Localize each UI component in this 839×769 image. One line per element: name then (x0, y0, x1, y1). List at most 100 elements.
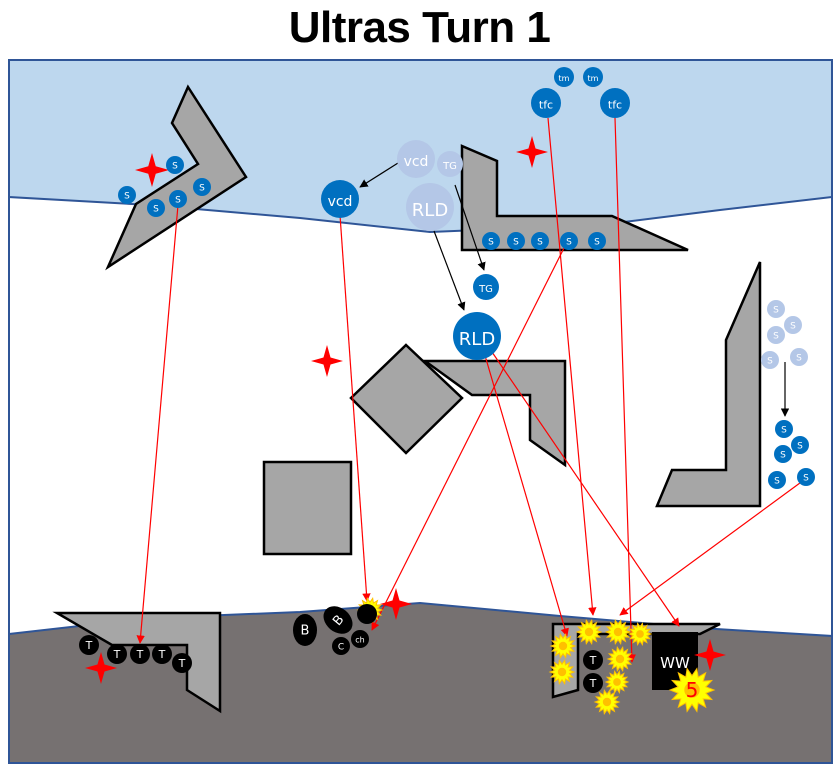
friendly-unit-tfc1[interactable]: tfc (531, 88, 561, 118)
unit-label: vcd (404, 154, 429, 170)
enemy-unit-tL2[interactable]: T (107, 644, 127, 664)
unit-label: S (199, 183, 205, 193)
enemy-unit-tR1[interactable]: T (583, 650, 603, 670)
friendly-unit-rld[interactable]: RLD (453, 312, 501, 360)
enemy-unit-tL3[interactable]: T (130, 644, 150, 664)
unit-token (791, 436, 809, 454)
unit-token (147, 199, 165, 217)
unit-token (554, 67, 574, 87)
hit-marker-star-icon (516, 136, 548, 168)
unit-token (775, 420, 793, 438)
unit-token (784, 316, 802, 334)
ghost-unit-sRo2[interactable]: S (784, 316, 802, 334)
hit-marker-star-icon (694, 639, 726, 671)
friendly-unit-sM2[interactable]: S (507, 232, 525, 250)
ghost-unit-sRo5[interactable]: S (790, 348, 808, 366)
unit-token (482, 232, 500, 250)
enemy-unit-tL4[interactable]: T (152, 644, 172, 664)
unit-token (166, 156, 184, 174)
move-arrow (359, 162, 399, 188)
unit-label: S (172, 161, 178, 171)
unit-label: TG (478, 284, 493, 295)
friendly-unit-sR1[interactable]: S (775, 420, 793, 438)
unit-label: T (136, 648, 144, 661)
friendly-unit-sM5[interactable]: S (588, 232, 606, 250)
friendly-unit-sL5[interactable]: S (193, 178, 211, 196)
unit-label: RLD (412, 200, 448, 221)
friendly-unit-tfc2[interactable]: tfc (600, 88, 630, 118)
friendly-unit-tg[interactable]: TG (473, 274, 499, 300)
unit-token (357, 604, 377, 624)
friendly-unit-sL1[interactable]: S (166, 156, 184, 174)
enemy-unit-x1[interactable] (357, 604, 377, 624)
unit-token (406, 183, 454, 231)
unit-token (169, 190, 187, 208)
friendly-unit-sM1[interactable]: S (482, 232, 500, 250)
friendly-unit-sR5[interactable]: S (797, 468, 815, 486)
unit-token (774, 445, 792, 463)
unit-label: S (488, 237, 494, 247)
unit-token (583, 673, 603, 693)
unit-token (437, 151, 463, 177)
diagram-title: Ultras Turn 1 (288, 3, 551, 52)
unit-label: S (513, 237, 519, 247)
unit-label: vcd (328, 194, 353, 210)
fire-line (491, 351, 680, 627)
unit-label: S (790, 321, 796, 331)
unit-token (761, 351, 779, 369)
enemy-unit-tL5[interactable]: T (172, 653, 192, 673)
unit-token (531, 232, 549, 250)
damage-count: 5 (686, 678, 699, 702)
unit-label: T (589, 677, 597, 690)
unit-label: C (338, 642, 344, 652)
hit-marker-star-icon (380, 588, 412, 620)
friendly-unit-sR2[interactable]: S (791, 436, 809, 454)
unit-label: S (773, 305, 779, 315)
friendly-unit-sR3[interactable]: S (774, 445, 792, 463)
ghost-unit-sRo1[interactable]: S (767, 300, 785, 318)
hit-marker-star-icon (311, 345, 343, 377)
friendly-unit-sM3[interactable]: S (531, 232, 549, 250)
unit-label: B (301, 624, 310, 639)
unit-label: tm (588, 74, 599, 83)
explosion-core (613, 627, 623, 637)
unit-label: S (124, 191, 130, 201)
friendly-unit-sL4[interactable]: S (169, 190, 187, 208)
friendly-unit-sL2[interactable]: S (118, 186, 136, 204)
unit-token (768, 471, 786, 489)
unit-label: S (175, 195, 181, 205)
unit-token (790, 348, 808, 366)
unit-token (293, 614, 317, 646)
ghost-unit-vcd-old[interactable]: vcd (397, 140, 435, 178)
unit-label: S (797, 441, 803, 451)
ghost-unit-tg-old[interactable]: TG (437, 151, 463, 177)
unit-token (453, 312, 501, 360)
ghost-unit-sRo4[interactable]: S (761, 351, 779, 369)
enemy-unit-b2[interactable]: B (318, 601, 358, 640)
unit-label: S (767, 356, 773, 366)
enemy-unit-b1[interactable]: B (293, 614, 317, 646)
unit-label: tfc (608, 99, 622, 112)
unit-token (152, 644, 172, 664)
ww-label: WW (660, 654, 690, 672)
explosion-core (684, 682, 700, 698)
enemy-unit-tL1[interactable]: T (79, 635, 99, 655)
unit-token (767, 300, 785, 318)
left-bunker-terrain (52, 611, 222, 714)
friendly-unit-vcd[interactable]: vcd (321, 180, 359, 218)
friendly-unit-tm2[interactable]: tm (583, 67, 603, 87)
enemy-unit-tR2[interactable]: T (583, 673, 603, 693)
friendly-unit-sR4[interactable]: S (768, 471, 786, 489)
enemy-unit-ch1[interactable]: ch (351, 630, 369, 648)
unit-label: S (774, 476, 780, 486)
unit-token (583, 67, 603, 87)
unit-token (118, 186, 136, 204)
diamond-rock-terrain (349, 343, 464, 455)
ghost-unit-rld-old[interactable]: RLD (406, 183, 454, 231)
unit-label: S (773, 331, 779, 341)
friendly-unit-tm1[interactable]: tm (554, 67, 574, 87)
friendly-unit-sM4[interactable]: S (560, 232, 578, 250)
ghost-unit-sRo3[interactable]: S (767, 326, 785, 344)
enemy-unit-c1[interactable]: C (332, 637, 350, 655)
friendly-unit-sL3[interactable]: S (147, 199, 165, 217)
